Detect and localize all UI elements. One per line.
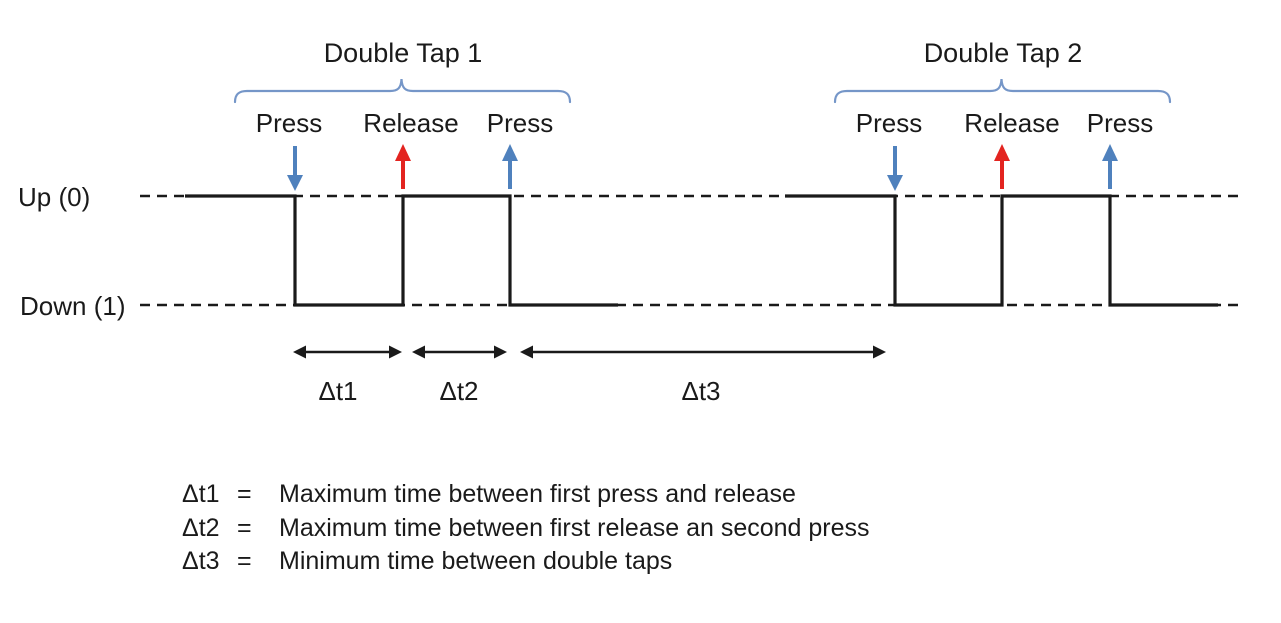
tap1-press2-up-arrow-icon [502,144,518,189]
legend-dt3-term: Δt3 [182,547,220,575]
tap2-title: Double Tap 2 [923,38,1083,68]
interval-dt1-arrow [293,345,402,359]
legend-dt2-definition: Maximum time between first release an se… [279,513,870,542]
interval-dt3-label: Δt3 [681,376,721,406]
legend-dt3-definition: Minimum time between double taps [279,547,673,575]
tap2-press1-down-arrow-icon [887,146,903,191]
tap1-press2-label: Press [486,108,554,138]
tap2-press2-up-arrow-icon [1102,144,1118,189]
legend-dt1-definition: Maximum time between first press and rel… [279,480,796,508]
interval-dt1-label: Δt1 [318,376,358,406]
legend-dt1-equals: = [237,480,252,508]
legend-row-dt3: Δt3 = Minimum time between double taps [182,547,870,581]
tap1-brace [233,78,572,104]
tap1-release-up-arrow-icon [395,144,411,189]
tap2-release-label: Release [964,108,1060,138]
tap2-press1-label: Press [855,108,923,138]
tap1-press1-label: Press [255,108,323,138]
legend-dt2-equals: = [237,513,252,542]
tap1-release-label: Release [363,108,459,138]
legend-row-dt1: Δt1 = Maximum time between first press a… [182,480,870,514]
legend-dt3-equals: = [237,547,252,575]
tap2-brace [833,78,1172,104]
tap1-title: Double Tap 1 [323,38,483,68]
legend: Δt1 = Maximum time between first press a… [182,480,870,581]
legend-dt2-term: Δt2 [182,513,220,542]
tap1-press1-down-arrow-icon [287,146,303,191]
tap2-press2-label: Press [1086,108,1154,138]
tap2-signal-waveform [785,194,1218,307]
tap1-signal-waveform [185,194,618,307]
down-level-label: Down (1) [20,291,126,321]
up-level-label: Up (0) [18,182,91,212]
interval-dt3-arrow [520,345,886,359]
interval-dt2-label: Δt2 [439,376,479,406]
legend-dt1-term: Δt1 [182,480,220,508]
interval-dt2-arrow [412,345,507,359]
tap2-release-up-arrow-icon [994,144,1010,189]
legend-row-dt2: Δt2 = Maximum time between first release… [182,514,870,548]
